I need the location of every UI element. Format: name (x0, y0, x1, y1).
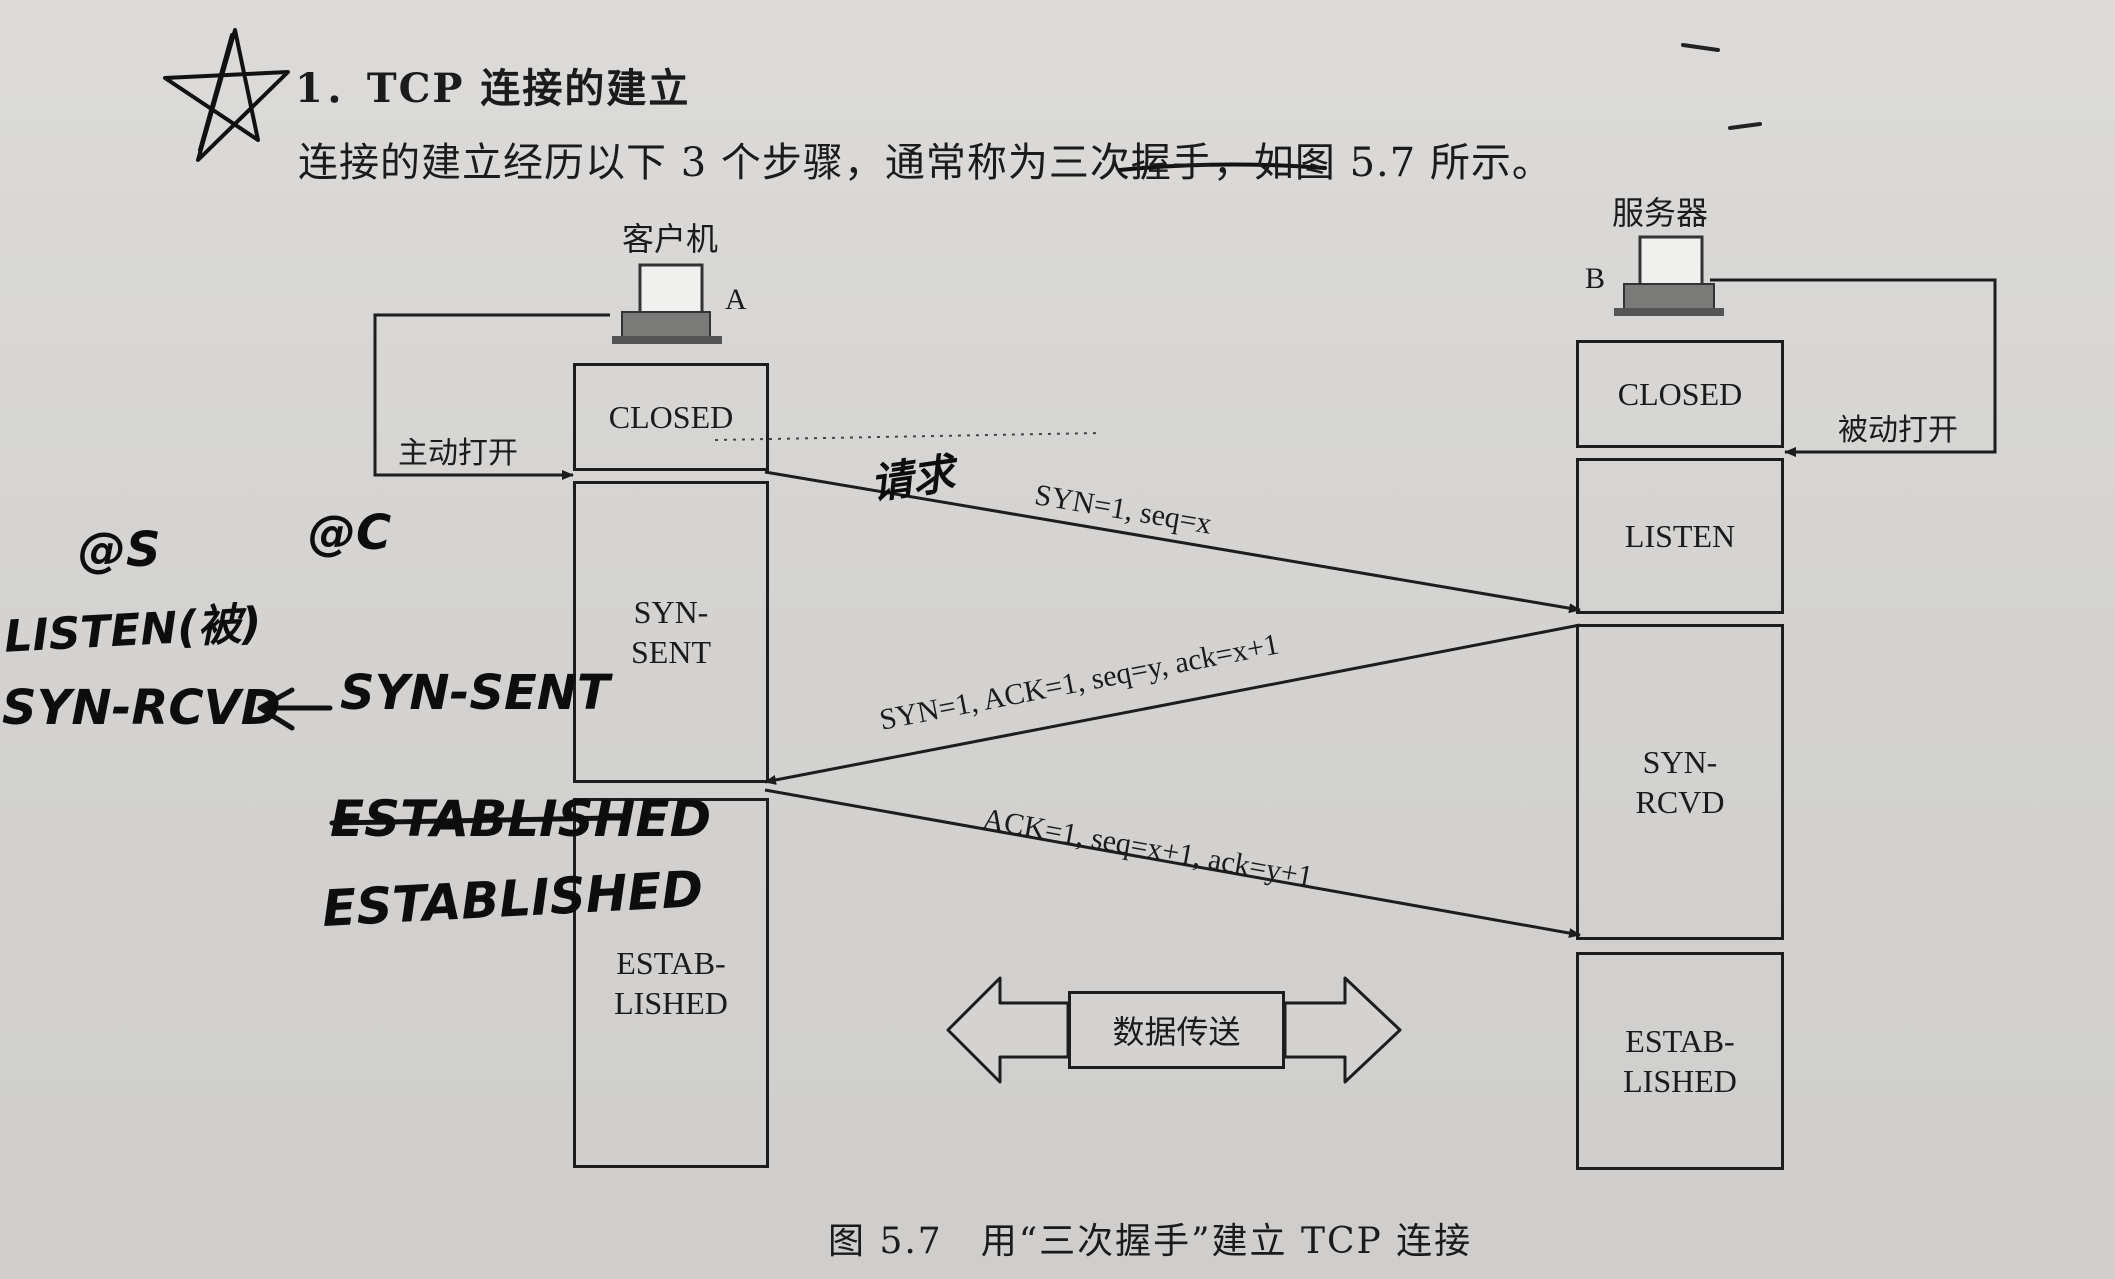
ack-arrow (764, 788, 1581, 938)
client-label: 客户机 (622, 220, 719, 258)
active-open-label: 主动打开 (398, 436, 518, 471)
server-state-established: ESTAB- LISHED (1576, 952, 1784, 1170)
data-transfer-arrow (946, 976, 1402, 1084)
handwritten-underline (1118, 162, 1327, 172)
handwritten-arrow (257, 687, 333, 731)
pen-mark (1681, 43, 1720, 52)
handwritten-syn-sent-note: SYN-SENT (340, 665, 610, 721)
server-state-listen: LISTEN (1576, 458, 1784, 614)
handwritten-request: 请求 (867, 448, 958, 509)
pen-dash (714, 432, 1101, 441)
handwritten-established-struck: ESTABLISHED (330, 790, 712, 848)
client-state-established: ESTAB- LISHED (573, 798, 769, 1168)
intro-text: 连接的建立经历以下 3 个步骤，通常称为三次握手，如图 5.7 所示。 (298, 140, 1553, 186)
server-state-syn-rcvd: SYN- RCVD (1576, 624, 1784, 940)
data-transfer-box: 数据传送 (1068, 991, 1285, 1069)
server-state-closed: CLOSED (1576, 340, 1784, 448)
client-state-closed: CLOSED (573, 363, 769, 471)
server-label: 服务器 (1612, 194, 1709, 232)
syn-ack-arrow (764, 623, 1581, 785)
pen-mark (1728, 122, 1762, 130)
computer-icon (1614, 235, 1724, 316)
star-icon (163, 28, 290, 162)
passive-open-label: 被动打开 (1838, 413, 1958, 448)
handwritten-server-note: @S (78, 522, 161, 578)
handwritten-client-note: @C (308, 505, 392, 561)
handwritten-syn-rcvd-note: SYN-RCVD (2, 680, 281, 736)
section-heading: 1．TCP 连接的建立 (295, 65, 691, 112)
passive-open-arrow (1710, 278, 1997, 457)
strike-line (329, 815, 613, 826)
client-state-syn-sent: SYN- SENT (573, 481, 769, 783)
server-letter: B (1585, 262, 1606, 295)
handwritten-listen-note: LISTEN(被) (3, 598, 263, 663)
computer-icon (612, 263, 722, 344)
syn-arrow (764, 470, 1581, 614)
client-letter: A (725, 283, 747, 316)
figure-caption: 图 5.7 用“三次握手”建立 TCP 连接 (828, 1221, 1473, 1262)
active-open-arrow (373, 313, 610, 480)
